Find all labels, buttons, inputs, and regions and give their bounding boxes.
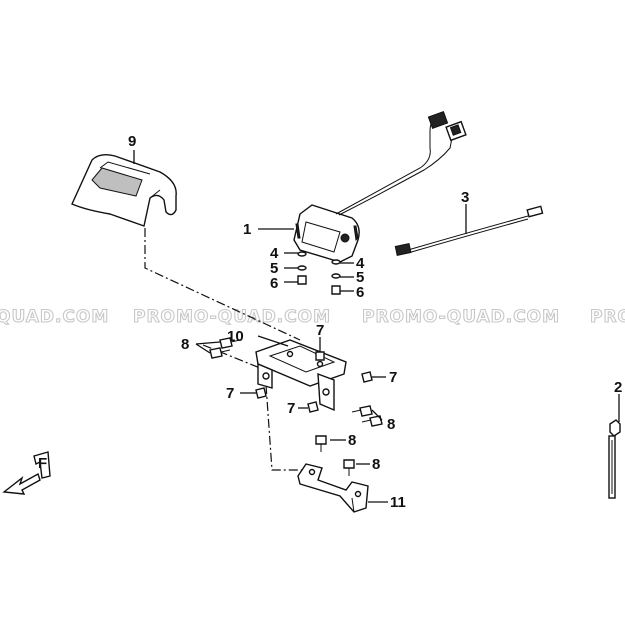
callout-8c: 8 (348, 432, 356, 449)
callout-5a: 5 (270, 260, 278, 277)
front-arrow-letter: F (38, 455, 47, 472)
callout-7d: 7 (287, 400, 295, 417)
callout-2: 2 (614, 379, 622, 396)
part-8-bolts (209, 337, 383, 476)
leader-8b (371, 409, 383, 421)
part-2-cable-tie (608, 419, 621, 499)
watermark-left: QUAD.COM (0, 307, 109, 327)
leader-8a (195, 341, 221, 354)
callout-3: 3 (461, 189, 469, 206)
watermark: QUAD.COM PROMO-QUAD.COM PROMO-QUAD.COM P… (0, 306, 625, 327)
part-7-nuts (255, 351, 373, 413)
part-10-main-bracket (255, 339, 347, 412)
callout-4b: 4 (356, 255, 365, 272)
part-11-lower-bracket (297, 463, 369, 513)
callout-8d: 8 (372, 456, 380, 473)
washer-stack-left (297, 251, 307, 285)
watermark-center-left: PROMO-QUAD.COM (133, 307, 331, 327)
washer-stack-right (331, 259, 341, 295)
callout-1: 1 (243, 221, 251, 238)
callout-7b: 7 (389, 369, 397, 386)
part-9-meter-cover (71, 153, 177, 227)
watermark-right: PRO (590, 307, 625, 327)
alignment-line-cover (144, 228, 301, 341)
meter-harness (335, 110, 467, 216)
watermark-center-right: PROMO-QUAD.COM (362, 307, 560, 327)
callout-5b: 5 (356, 269, 364, 286)
callout-7a: 7 (316, 322, 324, 339)
callout-9: 9 (128, 133, 136, 150)
part-3-cable (394, 205, 544, 256)
callout-8b: 8 (387, 416, 395, 433)
alignment-line-lower (265, 384, 302, 471)
alignment-line-bolt-left (202, 344, 261, 369)
callout-4a: 4 (270, 245, 279, 262)
front-direction-arrow (2, 451, 51, 495)
callout-6b: 6 (356, 284, 364, 301)
leader-10 (257, 335, 289, 347)
callout-7c: 7 (226, 385, 234, 402)
callout-11: 11 (390, 494, 406, 511)
callout-8a: 8 (181, 336, 189, 353)
callout-6a: 6 (270, 275, 278, 292)
